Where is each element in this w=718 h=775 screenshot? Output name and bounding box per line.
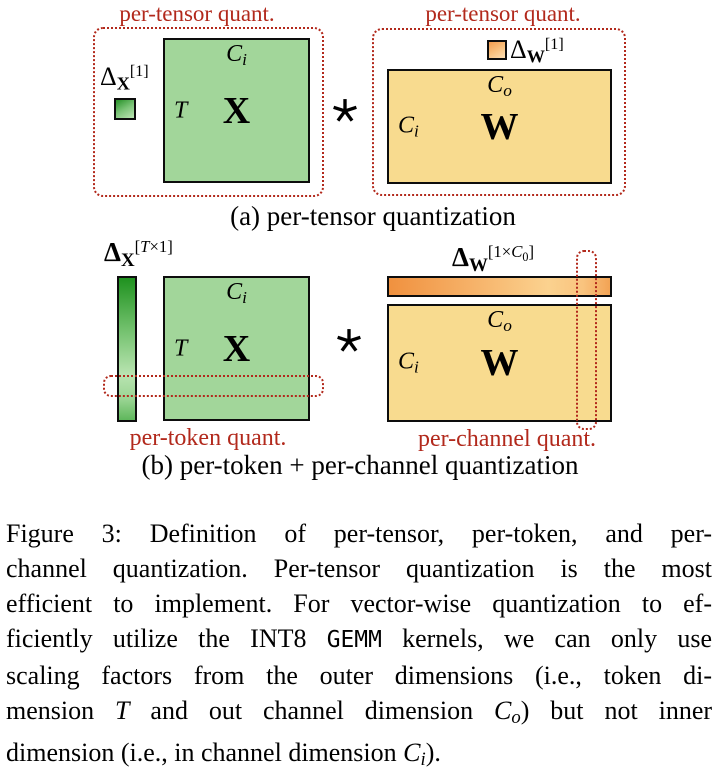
delta-x-scale-label: ΔX[1]: [100, 61, 149, 94]
figure-caption: Figure 3: Definition of per-tensor, per-…: [6, 516, 712, 775]
x-matrix-name: X: [222, 327, 251, 370]
per-token-quant-label: per-token quant.: [129, 425, 287, 451]
t-dimension-label: T: [174, 335, 188, 361]
w-matrix: Co Ci W: [387, 69, 612, 184]
per-channel-quant-label: per-channel quant.: [417, 426, 597, 452]
w-matrix: Co Ci W: [387, 304, 612, 422]
x-matrix-name: X: [222, 89, 251, 132]
ci-dimension-label: Ci: [226, 41, 247, 69]
ci-dimension-label: Ci: [226, 279, 247, 307]
per-tensor-dotted-box-x: [93, 27, 324, 197]
per-channel-scale-bar: [387, 276, 612, 297]
co-dimension-label: Co: [487, 307, 512, 335]
panel-b-caption: (b) per-token + per-channel quantization: [141, 450, 579, 480]
delta-w-per-channel-label: ΔW[1×C0]: [452, 242, 535, 276]
delta-w-scale-swatch: [487, 40, 507, 60]
caption-line: mension T and out channel dimension Co) …: [6, 696, 713, 729]
star-operator-icon: [332, 98, 358, 124]
caption-line: efficient to implement. For vector-wise …: [6, 589, 712, 618]
per-tensor-dotted-box-w: [372, 28, 626, 196]
caption-line: dimension (i.e., in channel dimension Ci…: [6, 738, 441, 771]
caption-line: ficiently utilize the INT8 GEMM kernels,…: [6, 624, 713, 653]
delta-x-scale-swatch: [114, 98, 136, 120]
star-operator-icon: [336, 328, 362, 354]
caption-line: scaling factors from the outer dimension…: [6, 661, 712, 690]
per-channel-column-highlight: [576, 250, 597, 430]
caption-line: channel quantization. Per-tensor quantiz…: [6, 554, 712, 583]
caption-line: Figure 3: Definition of per-tensor, per-…: [6, 519, 712, 548]
per-tensor-quant-label-x: per-tensor quant.: [119, 1, 275, 26]
per-token-row-highlight: [103, 375, 324, 397]
panel-a-caption: (a) per-tensor quantization: [230, 201, 516, 231]
x-matrix: Ci T X: [163, 276, 310, 421]
t-dimension-label: T: [174, 97, 188, 123]
per-tensor-quant-label-w: per-tensor quant.: [425, 1, 581, 26]
w-matrix-name: W: [480, 105, 519, 148]
delta-w-scale-label: ΔW[1]: [510, 34, 564, 67]
ci-dimension-label: Ci: [398, 348, 419, 377]
ci-dimension-label: Ci: [398, 112, 419, 140]
co-dimension-label: Co: [487, 72, 512, 100]
delta-x-per-token-label: ΔX[T×1]: [104, 237, 173, 271]
w-matrix-name: W: [480, 342, 519, 384]
per-token-scale-bar: [117, 276, 137, 422]
x-matrix: Ci T X: [163, 38, 310, 183]
